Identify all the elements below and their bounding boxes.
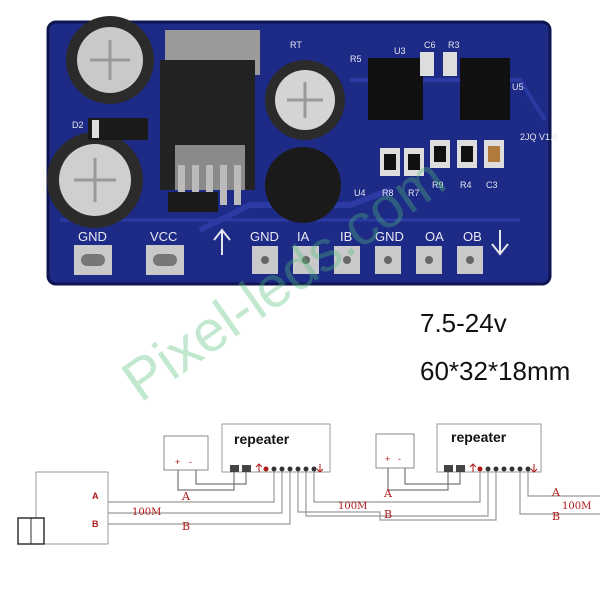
pin-label-oa: OA	[425, 229, 444, 244]
silk-u5: U5	[512, 82, 524, 92]
wiring-diagram: A B + - repeater + - repeater A B 100M	[17, 423, 600, 545]
silk-r7: R7	[408, 188, 420, 198]
arrow-up-icon	[213, 228, 231, 255]
wire-1-label-b: B	[182, 520, 190, 533]
diode-d2	[88, 118, 148, 140]
repeater-1	[221, 423, 331, 473]
repeater-1-label: repeater	[234, 431, 290, 447]
pin-label-ob: OB	[463, 229, 482, 244]
psu-2-minus: -	[398, 454, 401, 464]
pin-label-gnd-2: GND	[250, 229, 279, 244]
controller-label-a: A	[92, 491, 99, 501]
controller-box	[35, 471, 109, 545]
ic-u3	[368, 58, 423, 120]
silk-u4: U4	[354, 188, 366, 198]
ic-u5	[460, 58, 510, 120]
repeater-2-out-arrow-icon	[530, 464, 538, 473]
psu-2-plus: +	[385, 454, 390, 464]
silk-r8: R8	[382, 188, 394, 198]
pin-label-ia: IA	[297, 229, 310, 244]
pin-label-gnd-3: GND	[375, 229, 404, 244]
data-wires-1	[108, 472, 291, 525]
wire-1-label-a: A	[181, 490, 191, 503]
distance-1: 100M	[132, 507, 161, 518]
repeater-2	[436, 423, 542, 473]
repeater-1-in-arrow-icon	[255, 463, 263, 472]
silk-rt: RT	[290, 40, 302, 50]
distance-2: 100M	[338, 501, 367, 512]
silk-r5: R5	[350, 54, 362, 64]
silk-r9: R9	[432, 180, 444, 190]
power-wires	[177, 468, 461, 491]
distance-3: 100M	[562, 501, 591, 512]
silk-r4: R4	[460, 180, 472, 190]
silk-d2: D2	[72, 120, 84, 130]
silk-version: 2JQ V1.0	[520, 132, 558, 142]
wire-3-label-b: B	[552, 510, 560, 523]
repeater-2-in-arrow-icon	[469, 463, 477, 472]
pin-label-vcc: VCC	[150, 229, 177, 244]
spec-voltage: 7.5-24v	[420, 308, 507, 338]
arrow-down-icon	[491, 230, 509, 256]
silk-c3: C3	[486, 180, 498, 190]
pin-label-ib: IB	[340, 229, 352, 244]
data-wires-3	[519, 472, 600, 515]
spec-dimensions: 60*32*18mm	[420, 356, 571, 386]
wire-2-label-b: B	[384, 508, 392, 521]
pin-label-gnd-1: GND	[78, 229, 107, 244]
psu-2	[375, 433, 415, 469]
wire-2-label-a: A	[383, 487, 393, 500]
pcb-board-photo: D2 R5 U3 C6 R3 U5 R8 R9 R7 R4 C3 U4 2JQ …	[46, 16, 558, 286]
repeater-2-label: repeater	[451, 429, 507, 445]
controller-label-b: B	[92, 519, 99, 529]
inductor	[265, 147, 341, 223]
data-wires-2	[297, 472, 497, 521]
wire-3-label-a: A	[551, 486, 561, 499]
psu-1-plus: +	[175, 457, 180, 467]
repeater-1-out-arrow-icon	[316, 464, 324, 473]
silk-r3: R3	[448, 40, 460, 50]
silk-c6: C6	[424, 40, 436, 50]
psu-1	[163, 435, 209, 471]
silk-u3: U3	[394, 46, 406, 56]
psu-1-minus: -	[189, 457, 192, 467]
